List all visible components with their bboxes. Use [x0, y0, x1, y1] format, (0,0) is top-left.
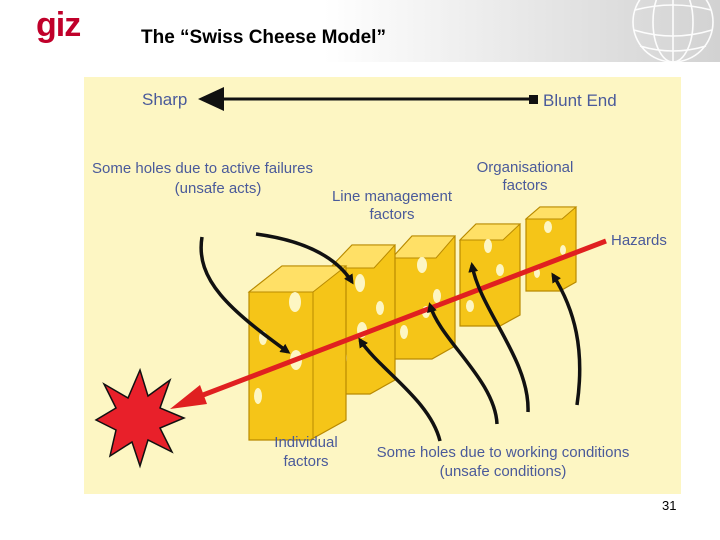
individual-factors-label-line1: Individual: [274, 434, 337, 451]
cheese-slice-3: [392, 236, 455, 359]
cheese-slice-1: [249, 266, 346, 440]
active-failures-label-line2: (unsafe acts): [175, 180, 262, 197]
line-management-label-line1: Line management: [332, 188, 453, 205]
sharp-end-label: Sharp: [142, 90, 187, 109]
organisational-factors-label-line2: factors: [502, 177, 547, 194]
sharp-blunt-axis: [198, 87, 538, 111]
working-conditions-label-line1: Some holes due to working conditions: [377, 444, 630, 461]
hazards-label: Hazards: [611, 232, 667, 249]
individual-factors-label-line2: factors: [283, 453, 328, 470]
blunt-end-label: Blunt End: [543, 91, 617, 110]
working-conditions-label-line2: (unsafe conditions): [440, 463, 567, 480]
cheese-slice-5: [526, 207, 576, 291]
active-failures-label-line1: Some holes due to active failures: [92, 160, 313, 177]
accident-burst-icon: [96, 370, 184, 466]
line-management-label-line2: factors: [369, 206, 414, 223]
page-number: 31: [662, 498, 676, 513]
organisational-factors-label-line1: Organisational: [477, 159, 574, 176]
